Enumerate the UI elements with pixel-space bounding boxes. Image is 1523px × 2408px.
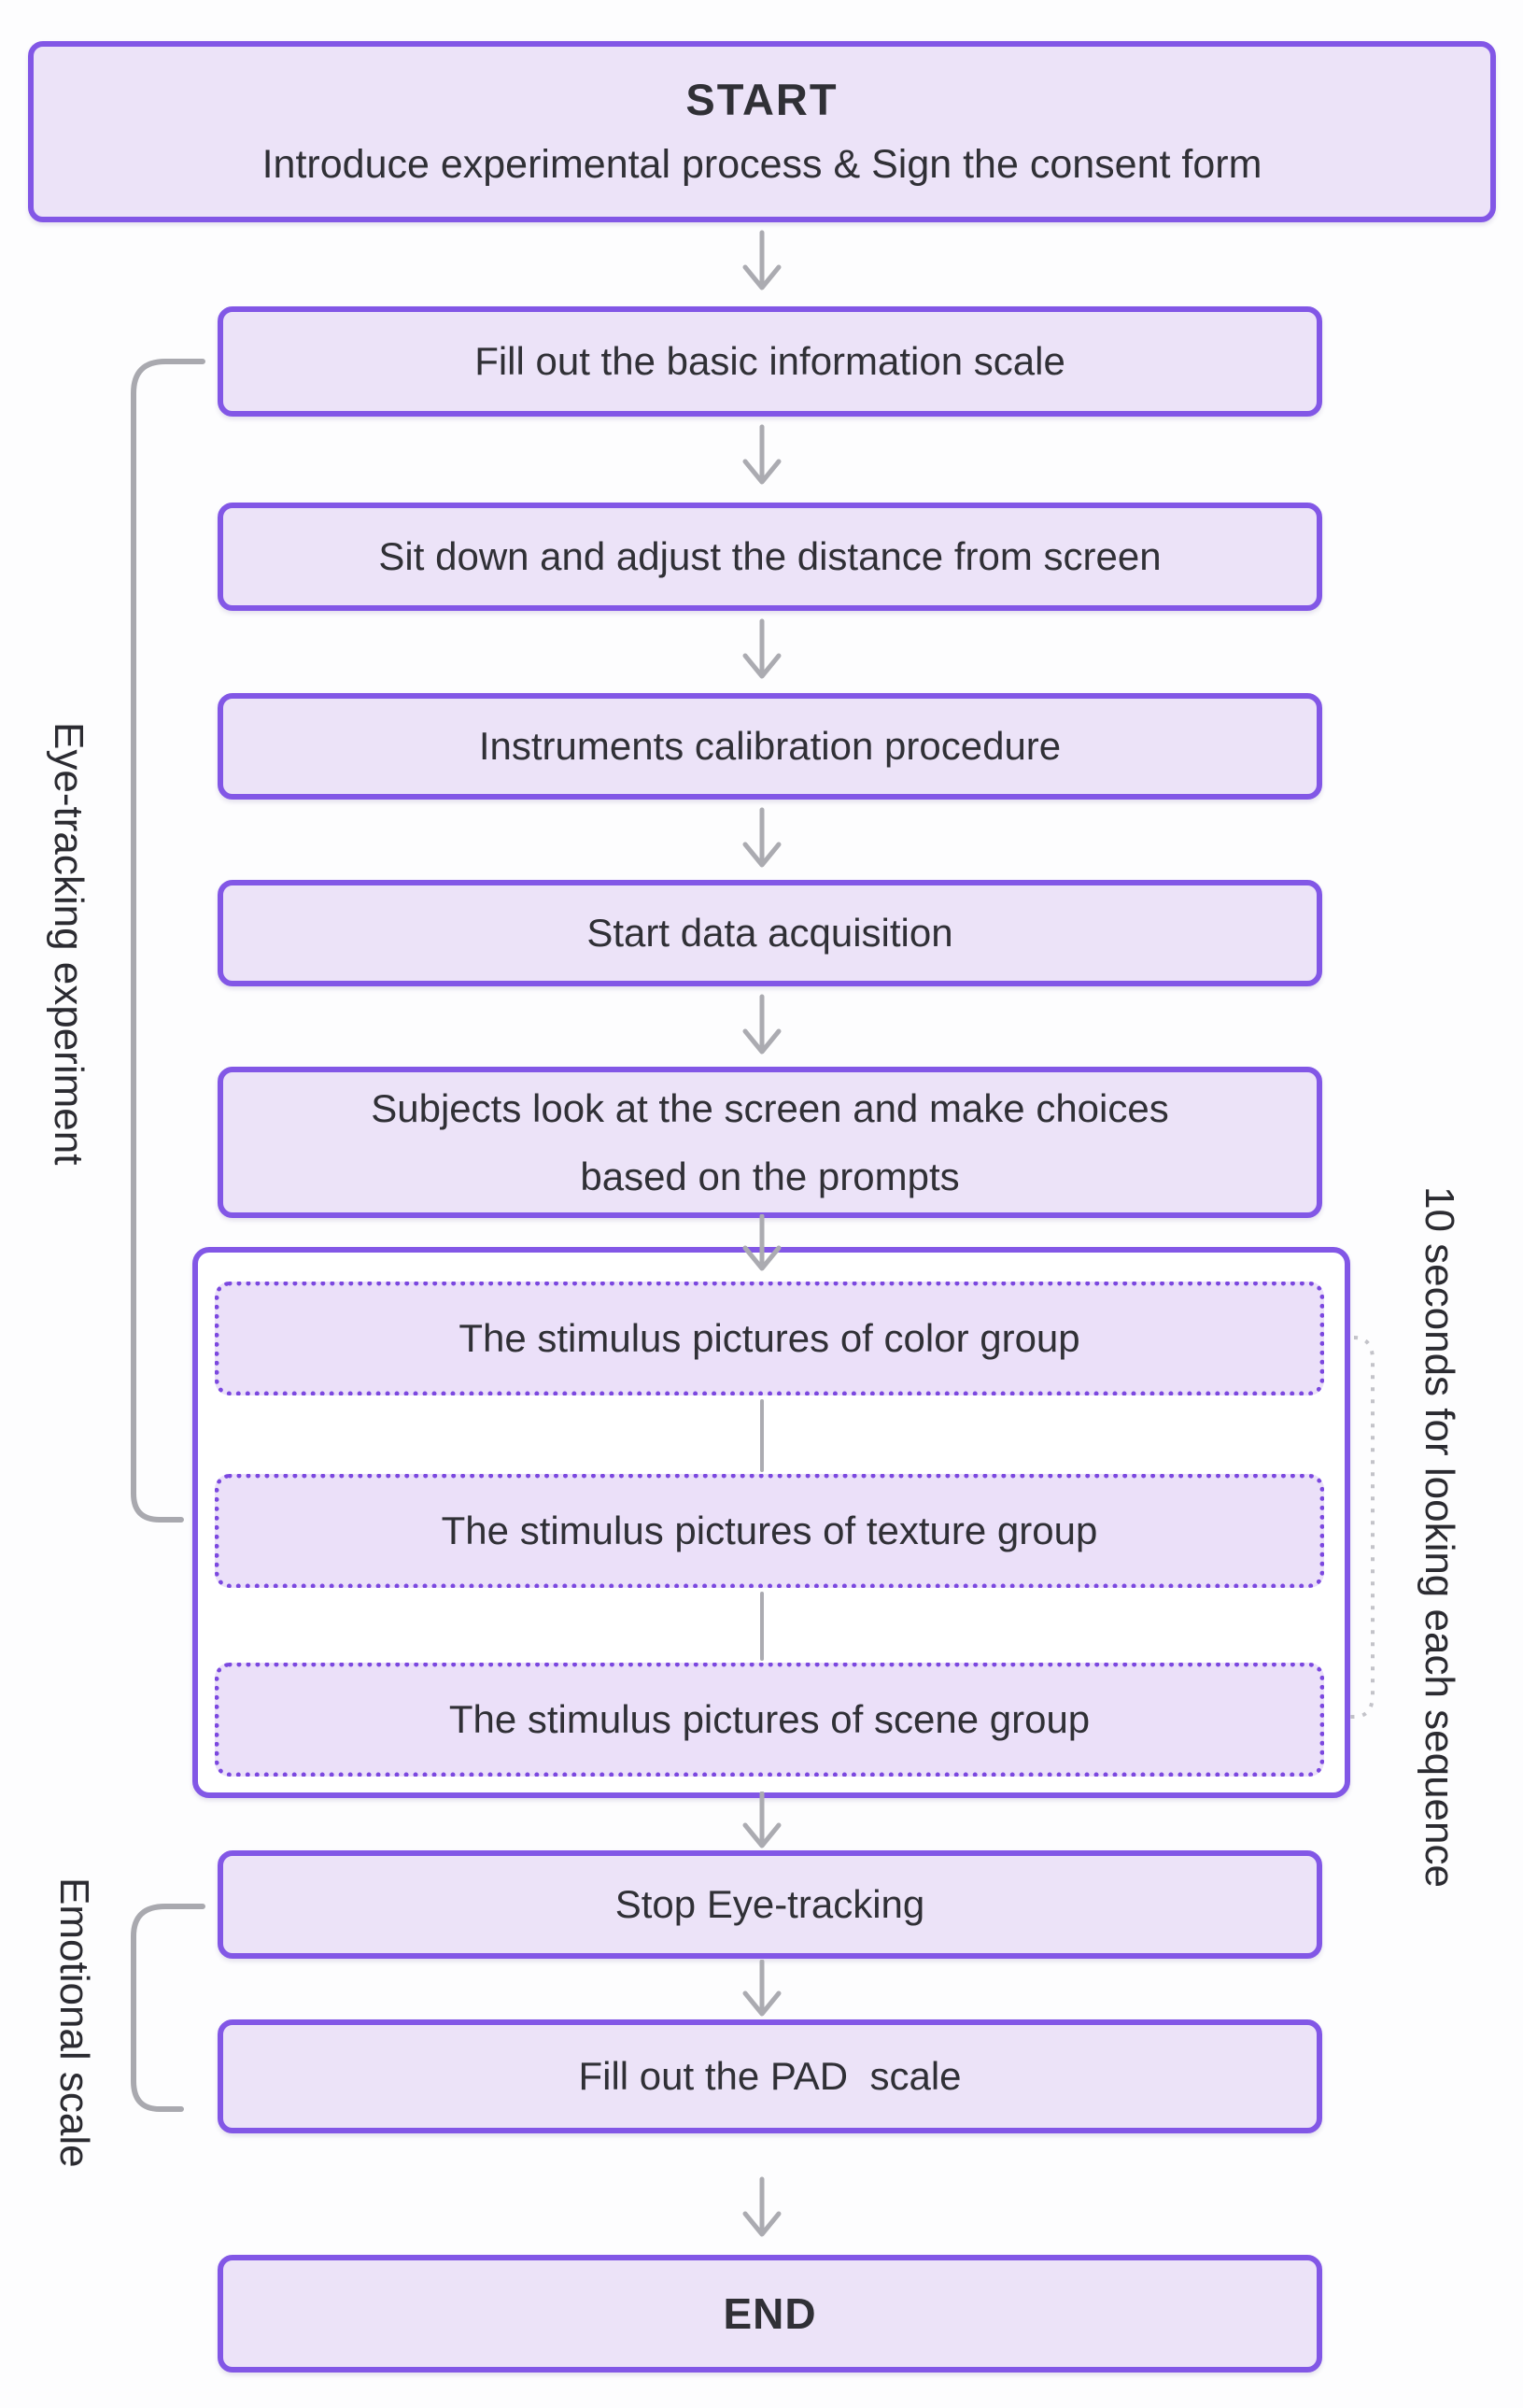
stimulus-label: The stimulus pictures of color group xyxy=(458,1316,1080,1360)
flow-arrow xyxy=(742,424,782,485)
flow-arrow xyxy=(742,807,782,868)
node-stop-eye-tracking: Stop Eye-tracking xyxy=(218,1850,1322,1959)
eye-tracking-section-label: Eye-tracking experiment xyxy=(46,721,92,1166)
node-end: END xyxy=(218,2255,1322,2373)
step-label: Start data acquisition xyxy=(586,911,953,956)
eye-tracking-bracket xyxy=(131,359,205,1523)
step-label: Instruments calibration procedure xyxy=(478,724,1062,769)
node-stimulus-color: The stimulus pictures of color group xyxy=(215,1282,1324,1395)
node-start: START Introduce experimental process & S… xyxy=(28,41,1496,222)
node-stimulus-texture: The stimulus pictures of texture group xyxy=(215,1474,1324,1588)
flow-arrow xyxy=(742,1792,782,1848)
node-step-5: Subjects look at the screen and make cho… xyxy=(218,1067,1322,1218)
emotional-scale-section-label: Emotional scale xyxy=(51,1877,97,2168)
stimulus-label: The stimulus pictures of scene group xyxy=(448,1697,1091,1741)
emotional-scale-bracket xyxy=(131,1904,205,2112)
flow-arrow xyxy=(742,2176,782,2237)
step-label: Fill out the basic information scale xyxy=(474,339,1065,384)
node-step-2: Sit down and adjust the distance from sc… xyxy=(218,503,1322,611)
stimulus-label: The stimulus pictures of texture group xyxy=(441,1509,1098,1552)
flow-arrow xyxy=(742,1960,782,2017)
node-step-4: Start data acquisition xyxy=(218,880,1322,986)
step-label: Sit down and adjust the distance from sc… xyxy=(378,534,1162,579)
stimulus-connector-line xyxy=(760,1399,764,1472)
node-stimulus-scene: The stimulus pictures of scene group xyxy=(215,1663,1324,1777)
end-label: END xyxy=(723,2288,817,2338)
flow-arrow xyxy=(742,994,782,1055)
step-label: Stop Eye-tracking xyxy=(614,1882,925,1927)
node-pad-scale: Fill out the PAD scale xyxy=(218,2019,1322,2133)
start-title: START xyxy=(685,75,839,124)
node-step-1: Fill out the basic information scale xyxy=(218,306,1322,417)
timing-label: 10 seconds for looking each sequence xyxy=(1417,1185,1462,1888)
step-label: Fill out the PAD scale xyxy=(578,2054,962,2099)
flow-arrow xyxy=(742,618,782,679)
stimulus-connector-line xyxy=(760,1592,764,1661)
step-label: Subjects look at the screen and make cho… xyxy=(371,1085,1180,1199)
flow-arrow xyxy=(742,230,782,290)
start-subtitle: Introduce experimental process & Sign th… xyxy=(261,142,1262,188)
node-step-3: Instruments calibration procedure xyxy=(218,693,1322,800)
flow-arrow xyxy=(742,1214,782,1271)
